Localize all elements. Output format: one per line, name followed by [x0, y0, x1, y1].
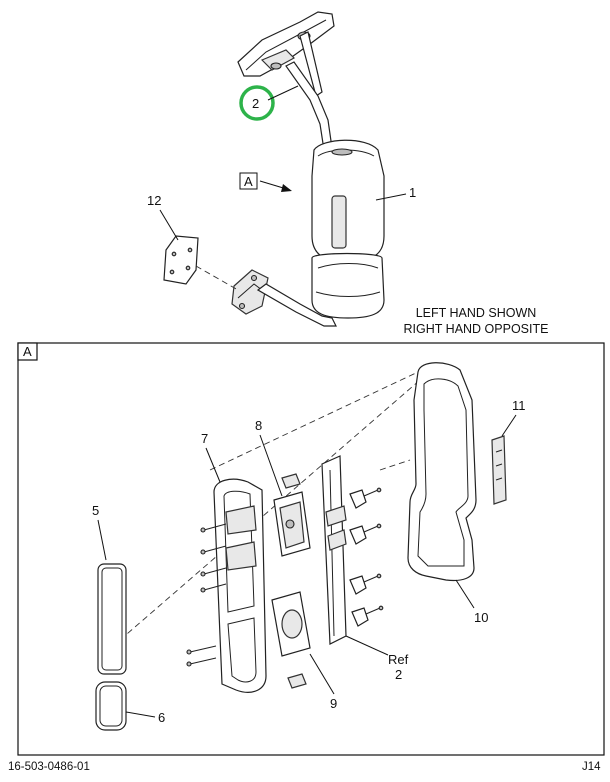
callout-6[interactable]: 6: [125, 710, 165, 725]
callout-7[interactable]: 7: [201, 431, 221, 483]
detail-a-frame: A: [17, 342, 605, 756]
clip-hardware: [349, 487, 384, 627]
svg-text:2: 2: [395, 667, 402, 682]
lower-actuator-plate: [271, 591, 311, 689]
callout-8[interactable]: 8: [255, 418, 283, 497]
svg-text:Ref: Ref: [388, 652, 409, 667]
callout-2-highlight: [239, 85, 275, 121]
mount-cover-plate: [163, 235, 239, 291]
explode-lines: [119, 371, 421, 641]
callout-1[interactable]: 1: [375, 185, 416, 201]
detail-a-label: A: [23, 344, 32, 359]
callout-5[interactable]: 5: [92, 503, 107, 561]
upper-mount-bracket: [237, 11, 335, 97]
svg-text:11: 11: [512, 398, 526, 413]
main-mirror-glass: [97, 563, 127, 675]
upper-actuator-plate: [273, 473, 311, 557]
mirror-frame-bracket: [213, 478, 267, 693]
housing-cover-strip: [491, 435, 507, 505]
callout-12[interactable]: 12: [147, 193, 179, 241]
svg-text:12: 12: [147, 193, 161, 208]
svg-text:1: 1: [409, 185, 416, 200]
view-a-indicator: A: [239, 172, 292, 192]
note-right-hand-opposite: RIGHT HAND OPPOSITE: [404, 322, 549, 336]
frame-screws: [186, 523, 227, 667]
mounting-post: [321, 455, 347, 645]
svg-text:7: 7: [201, 431, 208, 446]
callout-ref-2[interactable]: Ref 2: [345, 635, 409, 682]
callout-11[interactable]: 11: [501, 398, 526, 437]
lower-mount-base: [231, 269, 337, 327]
svg-text:2: 2: [252, 96, 259, 111]
page-code: J14: [582, 761, 601, 773]
mirror-arm: [285, 61, 333, 151]
svg-text:6: 6: [158, 710, 165, 725]
callout-2[interactable]: 2: [239, 85, 299, 121]
note-left-hand-shown: LEFT HAND SHOWN: [416, 306, 537, 320]
callout-9[interactable]: 9: [309, 653, 337, 711]
svg-text:10: 10: [474, 610, 488, 625]
mirror-housing: [407, 362, 477, 582]
svg-text:5: 5: [92, 503, 99, 518]
convex-mirror-glass: [95, 681, 127, 731]
upper-mirror-assembly: A 2 1 12 LEFT HAND SHOWN RIGHT HAND OPPO…: [147, 11, 549, 336]
svg-text:8: 8: [255, 418, 262, 433]
svg-text:9: 9: [330, 696, 337, 711]
mirror-head: [311, 139, 385, 319]
drawing-number: 16-503-0486-01: [8, 761, 90, 773]
view-a-label: A: [244, 174, 253, 189]
callout-10[interactable]: 10: [455, 579, 488, 625]
